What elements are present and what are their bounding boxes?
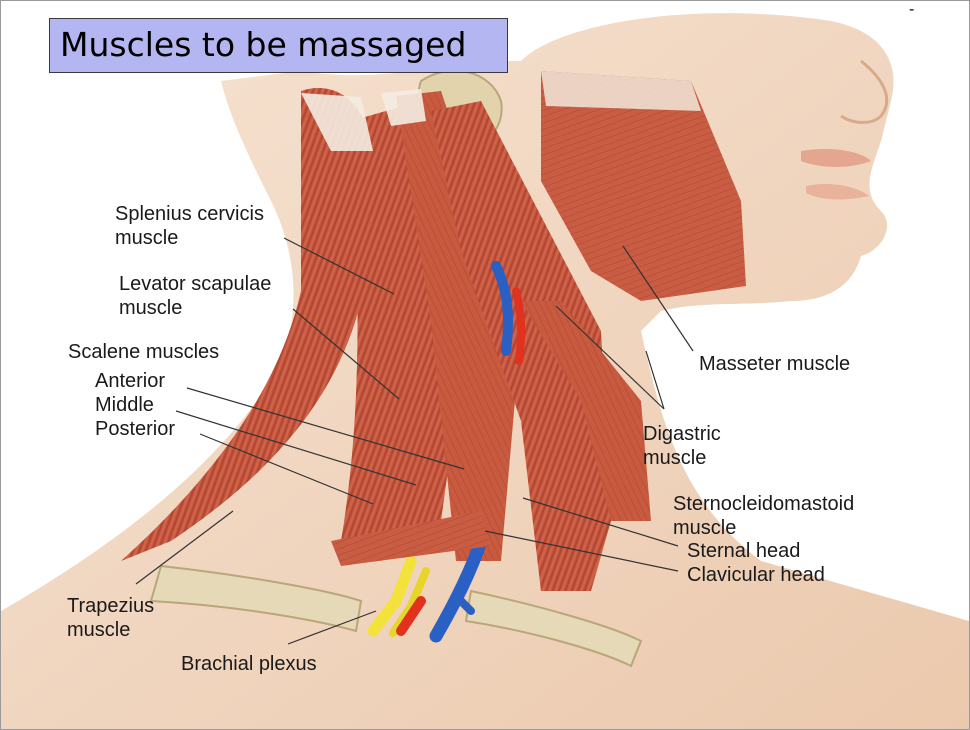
carotid-artery <box>512 287 526 365</box>
label-posterior: Posterior <box>95 418 176 440</box>
label-brachial-plexus: Brachial plexus <box>181 653 317 675</box>
slide-title: Muscles to be massaged <box>60 25 467 64</box>
corner-mark: - <box>909 1 915 18</box>
jugular-vein <box>491 261 513 356</box>
masseter-muscle <box>541 71 746 301</box>
subclavian-vein <box>429 534 488 643</box>
leader-clavicular <box>484 530 679 572</box>
leader-anterior <box>186 387 465 470</box>
clavicle-left <box>149 564 363 633</box>
vein-branch <box>452 592 475 615</box>
clavicle-right <box>464 589 643 668</box>
leader-sternal <box>522 497 679 547</box>
masseter-tendon <box>541 71 701 111</box>
label-sternal-head: Sternal head <box>687 540 801 562</box>
label-splenius-line2: muscle <box>115 227 179 249</box>
label-levator-line2: muscle <box>119 297 183 319</box>
lips <box>801 149 871 167</box>
label-masseter: Masseter muscle <box>699 353 851 375</box>
leader-masseter <box>622 245 694 352</box>
label-digastric-line1: Digastric <box>643 423 721 445</box>
omohyoid-band <box>331 511 491 566</box>
leader-levator <box>292 308 400 400</box>
slide-title-box: Muscles to be massaged <box>49 18 508 73</box>
label-scm-line2: muscle <box>673 517 737 539</box>
label-levator-line1: Levator scapulae <box>119 273 272 295</box>
subclavian-artery <box>396 596 426 636</box>
leader-splenius <box>283 237 395 295</box>
leader-lines <box>135 237 694 645</box>
nose-outline <box>840 59 889 124</box>
label-splenius-line1: Splenius cervicis <box>115 203 264 225</box>
label-anterior: Anterior <box>95 370 166 392</box>
digastric-muscle <box>521 301 651 521</box>
label-digastric-line2: muscle <box>643 447 707 469</box>
label-scalene: Scalene muscles <box>68 341 220 363</box>
lower-lip <box>806 184 869 200</box>
tendon-top-1 <box>301 93 373 151</box>
leader-digastric-1 <box>555 305 665 410</box>
brachial-plexus-nerve-2 <box>389 567 430 637</box>
label-scm-line1: Sternocleidomastoid <box>673 493 855 515</box>
label-trapezius-line2: muscle <box>67 619 131 641</box>
brachial-plexus-nerve <box>367 555 417 637</box>
leader-middle <box>175 410 417 486</box>
leader-trapezius <box>135 510 234 585</box>
label-clavicular-head: Clavicular head <box>687 564 825 586</box>
label-middle: Middle <box>95 394 154 416</box>
leader-posterior <box>199 433 374 505</box>
label-trapezius-line1: Trapezius <box>67 595 155 617</box>
scalene-muscles <box>396 91 521 561</box>
leader-brachial <box>287 610 377 645</box>
trapezius-muscle <box>121 88 371 561</box>
leader-digastric-2 <box>645 350 665 410</box>
tendon-top-2 <box>381 89 426 126</box>
